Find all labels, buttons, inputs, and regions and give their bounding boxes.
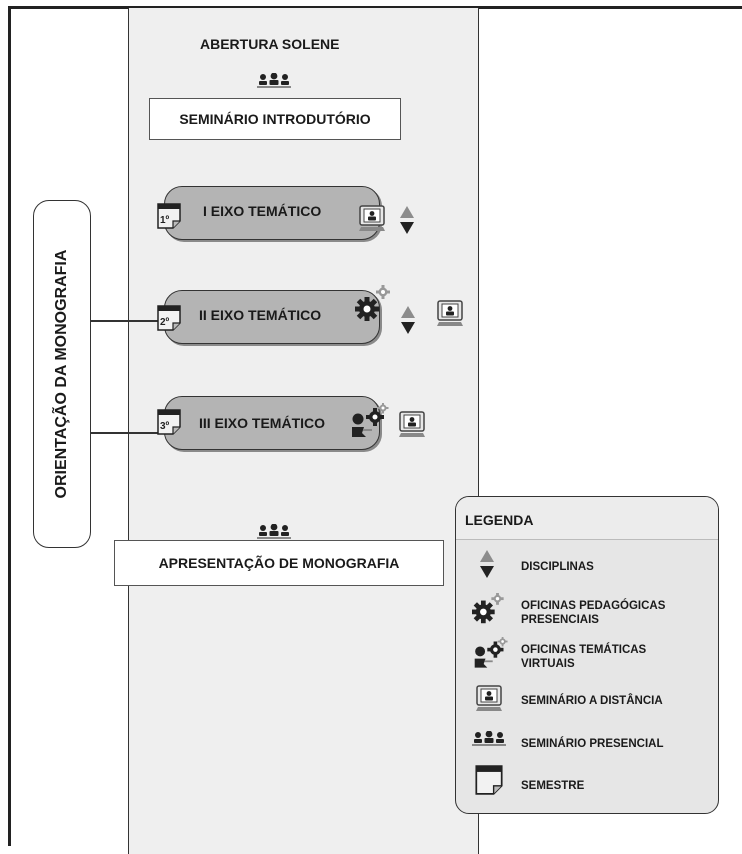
frame-left-border — [8, 6, 11, 846]
thematic-axis-1: 1º I EIXO TEMÁTICO — [157, 186, 385, 240]
legend-title: LEGENDA — [465, 512, 534, 528]
disciplines-arrows-icon — [401, 306, 415, 334]
connector-line-2 — [90, 320, 166, 322]
audience-icon — [257, 524, 291, 539]
monitor-icon — [437, 300, 463, 326]
monitor-icon — [476, 685, 502, 711]
monitor-icon — [359, 205, 385, 231]
monograph-orientation-label: ORIENTAÇÃO DA MONOGRAFIA — [53, 249, 70, 499]
legend-label-line2: PRESENCIAIS — [521, 614, 599, 626]
disciplines-arrows-icon — [480, 550, 494, 578]
gear-icon — [472, 593, 504, 624]
virtual-workshop-icon — [352, 403, 389, 437]
legend-label-line1: OFICINAS TEMÁTICAS — [521, 644, 647, 656]
legend-label: SEMINÁRIO A DISTÂNCIA — [521, 695, 663, 707]
legend-panel: LEGENDA DISCIPLINAS — [455, 496, 719, 814]
thematic-axis-3-label: III EIXO TEMÁTICO — [199, 415, 326, 431]
disciplines-arrows-icon — [400, 206, 414, 234]
thematic-axis-3: 3º III EIXO TEMÁTICO — [157, 396, 389, 450]
audience-icon — [472, 731, 506, 746]
gear-icon — [355, 285, 390, 321]
semester-number: 1º — [160, 215, 170, 226]
legend-label: DISCIPLINAS — [521, 561, 594, 573]
monitor-icon — [399, 411, 425, 437]
thematic-axis-2: 2º II EIXO TEMÁTICO — [157, 285, 390, 344]
semester-number: 3º — [160, 421, 170, 432]
semester-page-icon: 2º — [157, 305, 181, 331]
semester-number: 2º — [160, 317, 170, 328]
opening-ceremony-label: ABERTURA SOLENE — [200, 36, 340, 52]
legend-label-line1: OFICINAS PEDAGÓGICAS — [521, 600, 666, 612]
intro-seminar-box: SEMINÁRIO INTRODUTÓRIO — [149, 98, 401, 140]
legend-label: OFICINAS TEMÁTICAS VIRTUAIS — [521, 643, 706, 671]
semester-page-icon — [475, 765, 503, 795]
legend-label-line2: VIRTUAIS — [521, 658, 575, 670]
monograph-presentation-box: APRESENTAÇÃO DE MONOGRAFIA — [114, 540, 444, 586]
legend-label: OFICINAS PEDAGÓGICAS PRESENCIAIS — [521, 599, 706, 627]
legend-header: LEGENDA — [456, 497, 718, 540]
thematic-axis-1-label: I EIXO TEMÁTICO — [203, 203, 322, 219]
legend-label: SEMINÁRIO PRESENCIAL — [521, 738, 664, 750]
virtual-workshop-icon — [474, 637, 508, 668]
semester-page-icon: 1º — [157, 203, 181, 229]
audience-icon — [257, 73, 291, 88]
connector-line-3 — [90, 432, 166, 434]
thematic-axis-2-label: II EIXO TEMÁTICO — [199, 307, 322, 323]
semester-page-icon: 3º — [157, 409, 181, 435]
frame-top-border — [8, 6, 742, 9]
legend-label: SEMESTRE — [521, 780, 585, 792]
monograph-orientation-box: ORIENTAÇÃO DA MONOGRAFIA — [33, 200, 91, 548]
